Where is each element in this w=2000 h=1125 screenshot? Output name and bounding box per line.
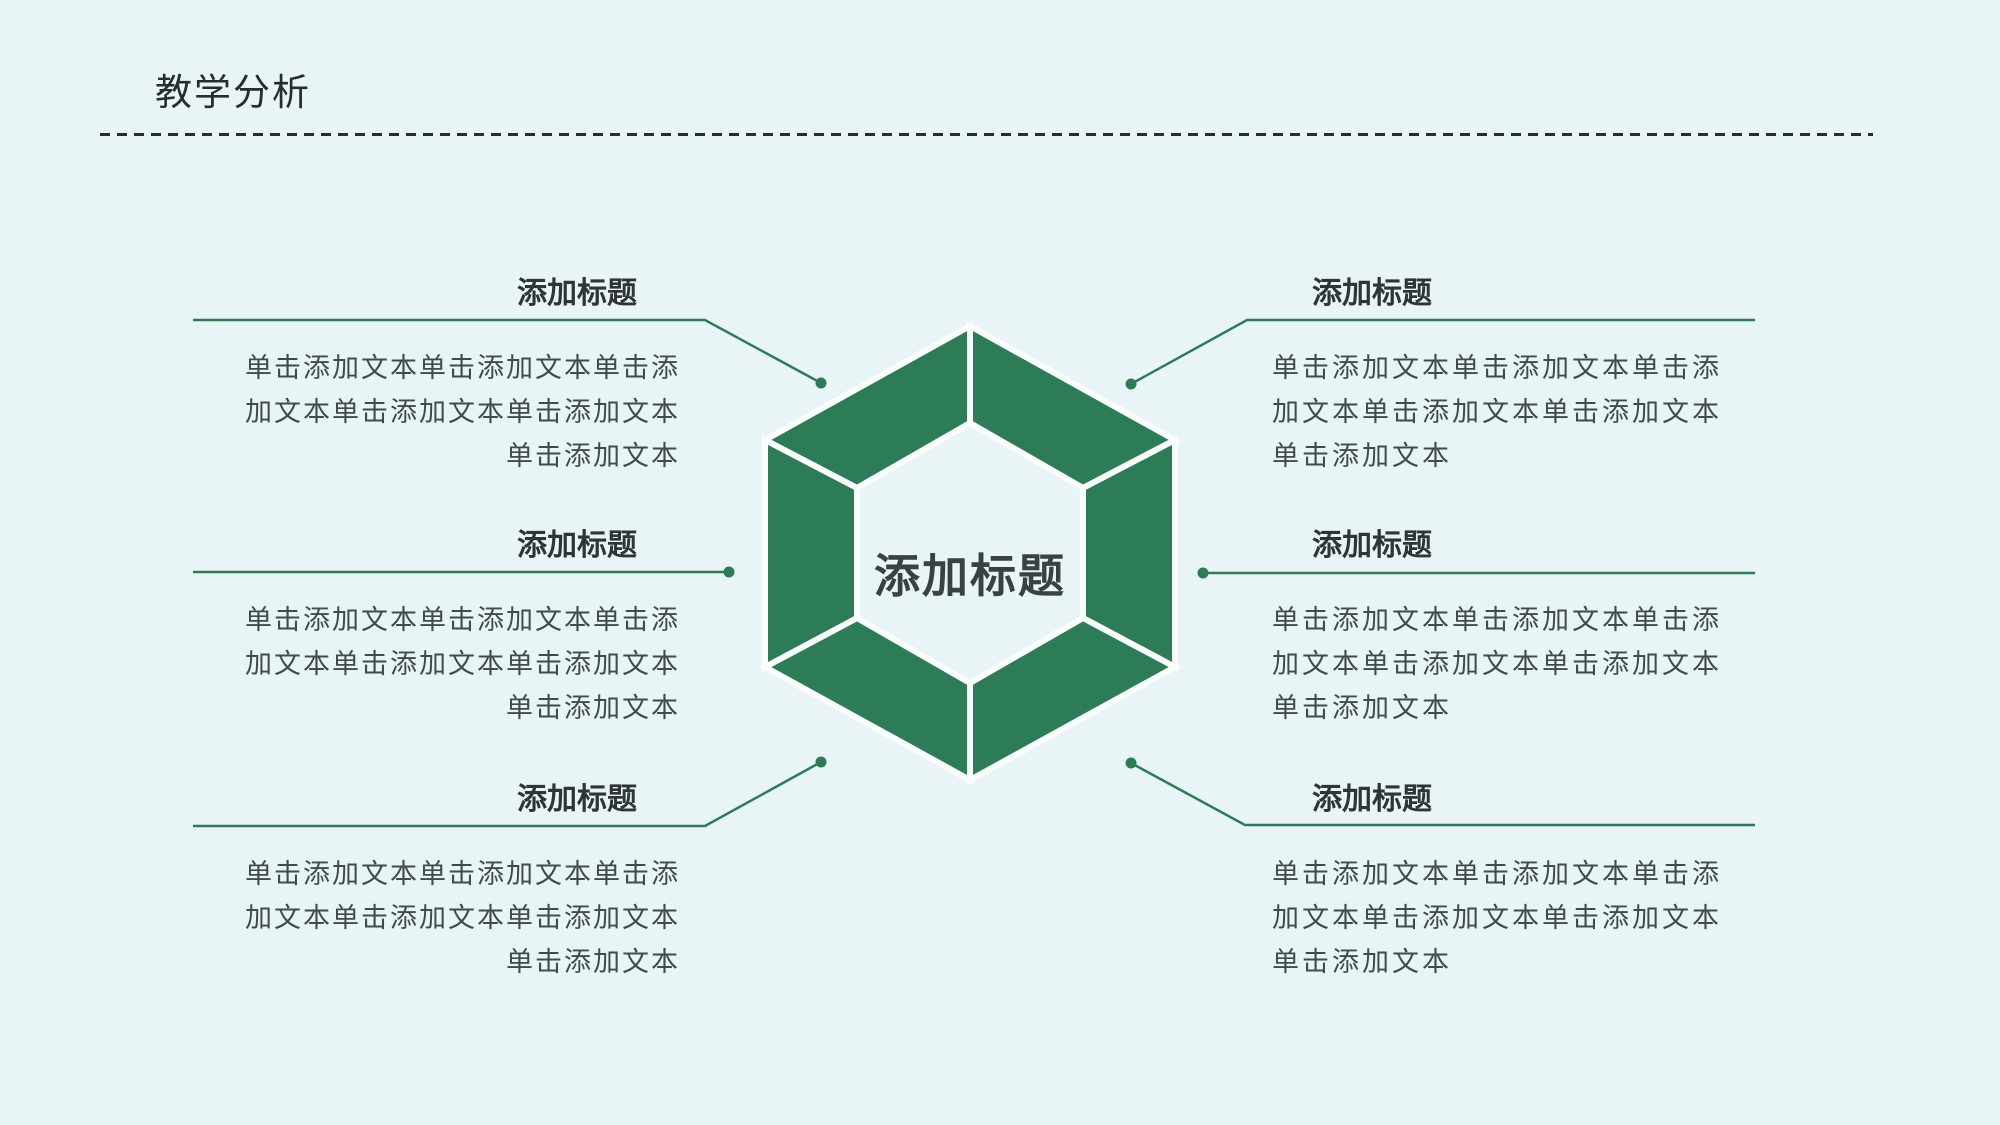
connector-dot-middle-left [723,566,735,578]
body-line: 单击添加文本单击添加文本单击添 [1272,605,1722,635]
connector-line-bottom-left [193,760,822,828]
hexagon-segment-left [762,435,860,672]
body-line: 单击添加文本单击添加文本单击添 [1272,859,1722,889]
body-line: 单击添加文本单击添加文本单击添 [245,605,680,635]
body-line: 单击添加文本 [1272,441,1452,471]
center-title-placeholder[interactable]: 添加标题 [874,550,1066,602]
body-line: 单击添加文本单击添加文本单击添 [245,859,680,889]
connector-dot-bottom-left [815,756,827,768]
connector-line-top-right [1130,318,1755,386]
connector-dot-bottom-right [1125,757,1137,769]
section-body[interactable]: 单击添加文本单击添加文本单击添 加文本单击添加文本单击添加文本 单击添加文本 [1272,598,1755,730]
connector-line-bottom-right [1130,761,1755,827]
body-line: 加文本单击添加文本单击添加文本 [1272,397,1722,427]
body-line: 单击添加文本单击添加文本单击添 [245,353,680,383]
section-body[interactable]: 单击添加文本单击添加文本单击添 加文本单击添加文本单击添加文本 单击添加文本 [193,598,680,730]
body-line: 加文本单击添加文本单击添加文本 [1272,649,1722,679]
body-line: 加文本单击添加文本单击添加文本 [1272,903,1722,933]
section-title[interactable]: 添加标题 [517,529,637,562]
body-line: 单击添加文本 [506,947,680,977]
connector-dot-middle-right [1197,567,1209,579]
section-title[interactable]: 添加标题 [517,783,637,816]
body-line: 单击添加文本 [506,441,680,471]
hexagon-ring [758,320,1182,786]
connector-dot-top-left [815,377,827,389]
section-body[interactable]: 单击添加文本单击添加文本单击添 加文本单击添加文本单击添加文本 单击添加文本 [193,852,680,984]
section-title[interactable]: 添加标题 [1312,783,1432,816]
body-line: 单击添加文本 [1272,947,1452,977]
page-title: 教学分析 [155,72,311,113]
connector-lines [193,318,1755,828]
section-title[interactable]: 添加标题 [1312,529,1432,562]
body-line: 单击添加文本单击添加文本单击添 [1272,353,1722,383]
section-body[interactable]: 单击添加文本单击添加文本单击添 加文本单击添加文本单击添加文本 单击添加文本 [193,346,680,478]
body-line: 加文本单击添加文本单击添加文本 [245,903,680,933]
body-line: 加文本单击添加文本单击添加文本 [245,397,680,427]
header-divider [100,133,1873,136]
section-title[interactable]: 添加标题 [1312,277,1432,310]
body-line: 加文本单击添加文本单击添加文本 [245,649,680,679]
connector-dot-top-right [1125,378,1137,390]
body-line: 单击添加文本 [506,693,680,723]
connector-line-top-left [193,318,822,385]
section-body[interactable]: 单击添加文本单击添加文本单击添 加文本单击添加文本单击添加文本 单击添加文本 [1272,346,1755,478]
section-title[interactable]: 添加标题 [517,277,637,310]
connector-dots [723,377,1209,769]
body-line: 单击添加文本 [1272,693,1452,723]
section-body[interactable]: 单击添加文本单击添加文本单击添 加文本单击添加文本单击添加文本 单击添加文本 [1272,852,1755,984]
